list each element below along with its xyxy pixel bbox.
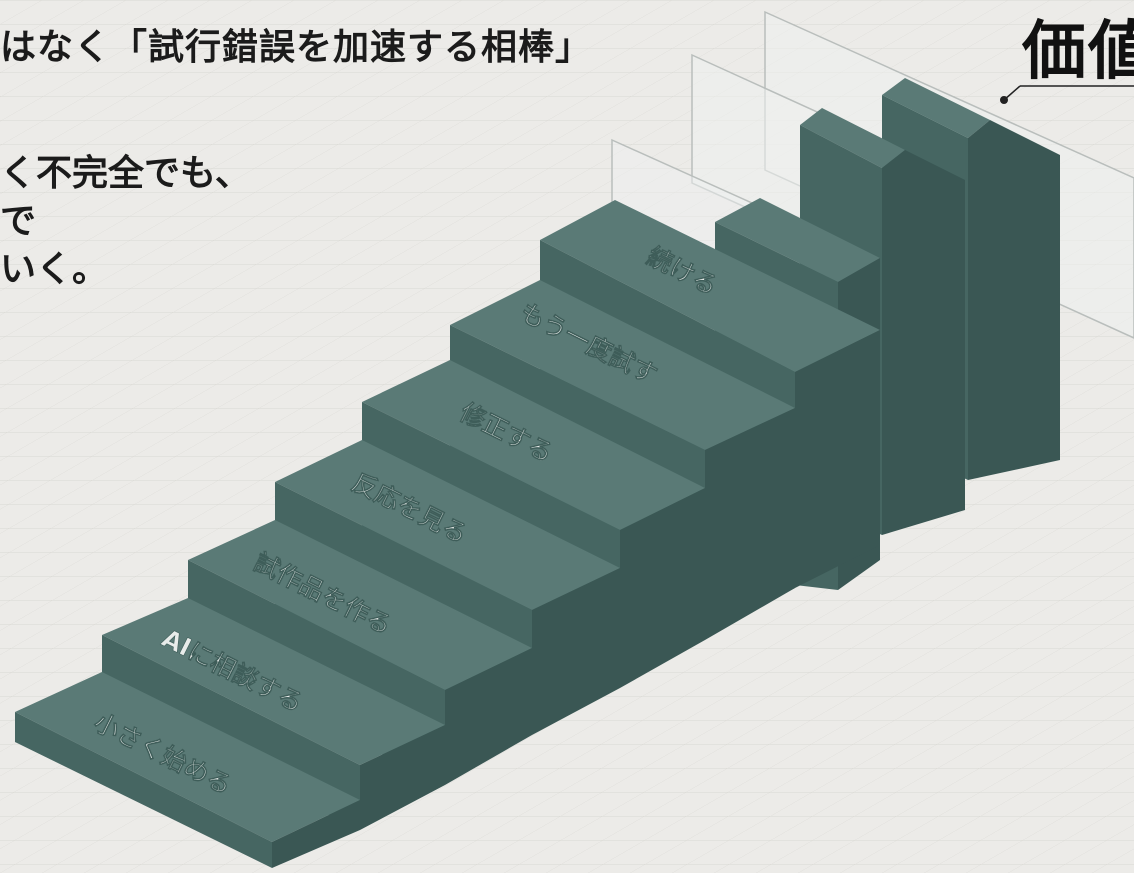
headline: はなく「試行錯誤を加速する相棒」	[0, 27, 593, 68]
body-line-1: く不完全でも、	[0, 153, 251, 194]
body-text: く不完全でも、 で いく。	[0, 150, 251, 294]
body-line-2: で	[0, 201, 37, 242]
steps-group	[15, 78, 1060, 868]
step-1	[15, 672, 360, 868]
body-line-3: いく。	[0, 249, 109, 290]
value-label: 価値	[1022, 15, 1134, 89]
value-callout	[1000, 85, 1134, 104]
